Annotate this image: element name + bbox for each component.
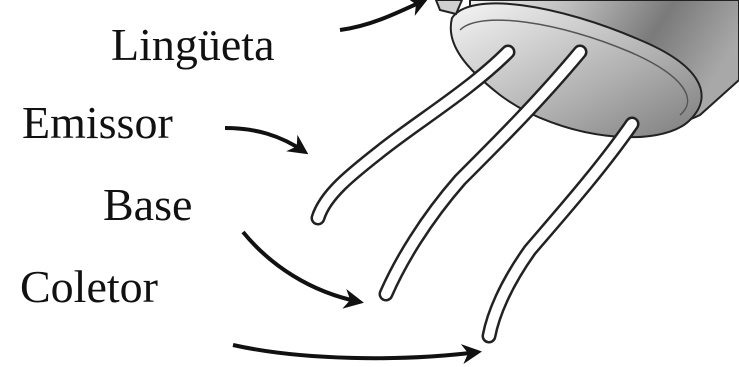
label-emissor: Emissor bbox=[22, 100, 173, 146]
arrow-emissor bbox=[225, 128, 305, 152]
arrow-coletor bbox=[233, 345, 478, 358]
arrow-base bbox=[243, 232, 360, 302]
label-coletor: Coletor bbox=[20, 264, 158, 310]
arrow-lingueta bbox=[340, 0, 425, 30]
lead-emitter bbox=[318, 52, 508, 218]
label-lingueta: Lingüeta bbox=[111, 22, 275, 68]
lead-collector bbox=[489, 124, 632, 336]
label-base: Base bbox=[103, 182, 192, 228]
lead-base bbox=[386, 52, 580, 294]
